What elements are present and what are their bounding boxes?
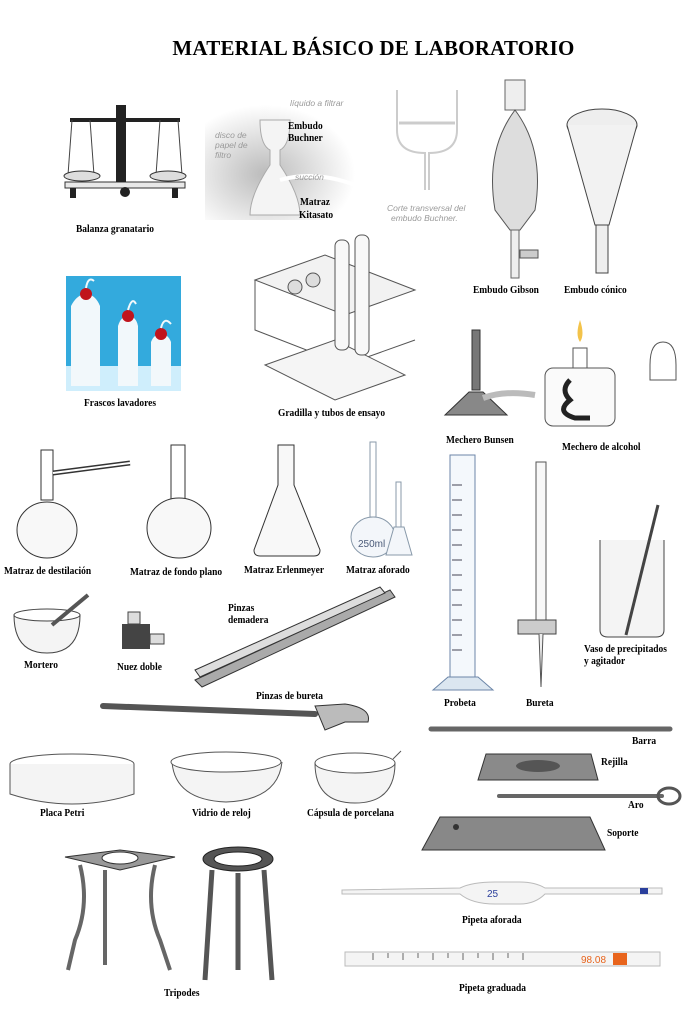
label-placa-petri: Placa Petri (40, 808, 85, 819)
page-title: MATERIAL BÁSICO DE LABORATORIO (172, 36, 575, 60)
conical-funnel-illustration (566, 108, 638, 274)
burette-clamp-illustration (100, 703, 370, 731)
label-matraz-kitasato-2: Kitasato (299, 210, 334, 221)
label-barra: Barra (632, 736, 657, 747)
ring-illustration (497, 786, 682, 806)
volumetric-pipette-marking: 25 (487, 889, 499, 900)
label-gradilla: Gradilla y tubos de ensayo (278, 408, 386, 419)
label-rejilla: Rejilla (601, 757, 628, 768)
graduated-pipette-marking: 98.08 (581, 955, 606, 966)
label-vidrio-reloj: Vidrio de reloj (192, 808, 251, 819)
buchner-kitasato-illustration (205, 105, 356, 220)
note-corte-2: embudo Buchner. (391, 213, 458, 223)
label-embudo-buchner-1: Embudo (288, 121, 323, 132)
label-aro: Aro (628, 800, 644, 811)
label-embudo-conico: Embudo cónico (564, 285, 627, 296)
graduated-cylinder-illustration (431, 454, 495, 691)
watch-glass-illustration (170, 751, 283, 803)
rod-illustration (428, 726, 673, 732)
wire-gauze-illustration (477, 753, 599, 781)
volumetric-pipette-illustration: 25 (341, 881, 663, 905)
petri-dish-illustration (9, 753, 135, 805)
label-frascos-lavadores: Frascos lavadores (84, 398, 157, 409)
label-embudo-buchner-2: Buchner (288, 133, 323, 144)
note-liquido-a-filtrar: líquido a filtrar (290, 98, 344, 108)
beaker-stirrer-illustration (599, 504, 665, 638)
note-disco-1: disco de (215, 130, 247, 140)
label-matraz-kitasato-1: Matraz (300, 197, 330, 208)
volumetric-flask-illustration: 250ml (350, 441, 413, 558)
label-pinzas-bureta: Pinzas de bureta (256, 691, 324, 702)
buchner-cross-section-illustration (396, 90, 458, 190)
wooden-tongs-illustration (194, 586, 396, 688)
label-mechero-bunsen: Mechero Bunsen (446, 435, 514, 446)
label-probeta: Probeta (444, 698, 476, 709)
label-pipeta-aforada: Pipeta aforada (462, 915, 522, 926)
graduated-pipette-illustration: 98.08 (344, 951, 661, 967)
label-mortero: Mortero (24, 660, 58, 671)
support-base-illustration (421, 816, 606, 851)
label-matraz-erlenmeyer: Matraz Erlenmeyer (244, 565, 325, 576)
tripods-illustration (64, 846, 275, 981)
label-pinzas-madera-2: demadera (228, 615, 269, 626)
label-pinzas-madera-1: Pinzas (228, 603, 255, 614)
note-succion: succión (295, 172, 324, 182)
label-matraz-fondo-plano: Matraz de fondo plano (130, 567, 223, 578)
label-pipeta-graduada: Pipeta graduada (459, 983, 526, 994)
label-mechero-alcohol: Mechero de alcohol (562, 442, 641, 453)
label-vaso-1: Vaso de precipitados (584, 644, 667, 655)
alcohol-burner-illustration (544, 320, 677, 427)
label-vaso-2: y agitador (584, 656, 626, 667)
mortar-pestle-illustration (13, 593, 90, 654)
double-clamp-holder-illustration (122, 611, 165, 649)
label-soporte: Soporte (607, 828, 639, 839)
gibson-funnel-illustration (492, 79, 539, 279)
label-tripodes: Tripodes (164, 988, 200, 999)
note-corte-1: Corte transversal del (387, 203, 466, 213)
wash-bottles-illustration (66, 276, 181, 391)
note-disco-3: filtro (215, 150, 232, 160)
label-matraz-destilacion: Matraz de destilación (4, 566, 92, 577)
burette-illustration (517, 461, 557, 688)
label-balanza-granatario: Balanza granatario (76, 224, 154, 235)
balance-scale-illustration (63, 105, 187, 198)
label-nuez-doble: Nuez doble (117, 662, 162, 673)
bunsen-burner-illustration (443, 329, 536, 416)
erlenmeyer-flask-illustration (253, 444, 321, 557)
label-matraz-aforado: Matraz aforado (346, 565, 410, 576)
note-disco-2: papel de (215, 140, 248, 150)
label-bureta: Bureta (526, 698, 554, 709)
label-capsula-porcelana: Cápsula de porcelana (307, 808, 394, 819)
volumetric-flask-marking: 250ml (358, 539, 385, 550)
porcelain-dish-illustration (314, 750, 402, 804)
distillation-flask-illustration (16, 449, 131, 559)
flat-bottom-flask-illustration (146, 444, 212, 559)
test-tube-rack-illustration (253, 234, 417, 401)
label-embudo-gibson: Embudo Gibson (473, 285, 539, 296)
